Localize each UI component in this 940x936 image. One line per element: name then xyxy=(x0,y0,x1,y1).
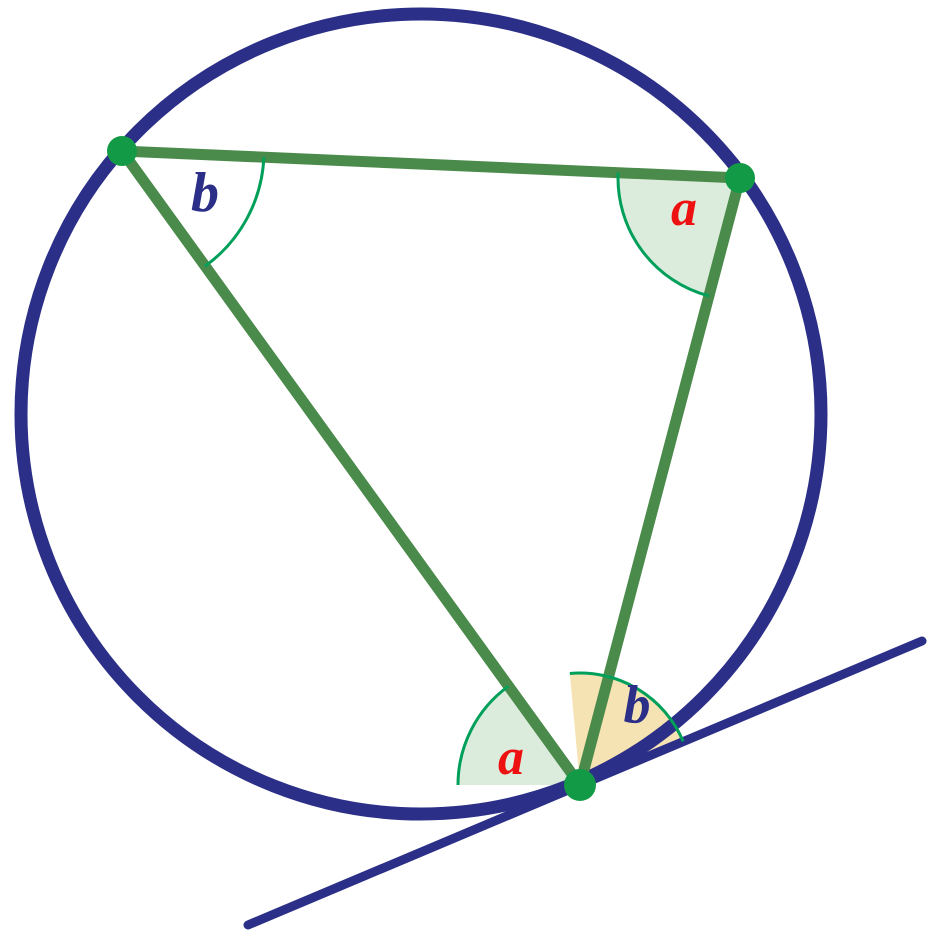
vertex-dot-bottom-tangent xyxy=(564,769,596,801)
chord-a-b xyxy=(116,145,746,184)
main-circle xyxy=(14,7,828,821)
vertex-dot-top-left xyxy=(107,136,137,166)
angle-labels: b a a b xyxy=(191,162,697,786)
vertex-dot-top-right xyxy=(725,163,755,193)
angle-arcs xyxy=(204,157,710,786)
triangle-chords xyxy=(116,145,746,791)
angle-label-b-top-left: b xyxy=(191,162,219,224)
angle-arc-a-top-right xyxy=(616,172,710,298)
chord-b-c xyxy=(574,172,746,791)
angle-arc-a-bottom-left xyxy=(456,684,510,786)
angle-label-a-bottom-left: a xyxy=(498,729,524,786)
chord-a-c xyxy=(116,145,586,791)
angle-arc-b-top-left xyxy=(204,157,266,268)
vertex-dots xyxy=(107,136,755,801)
angle-label-a-top-right: a xyxy=(671,180,697,237)
angle-label-b-bottom-right: b xyxy=(624,674,651,734)
angle-sector-a-top-right xyxy=(458,686,580,785)
angle-sector-b-top-left xyxy=(617,172,740,297)
angle-arc-b-bottom-right xyxy=(569,671,685,743)
